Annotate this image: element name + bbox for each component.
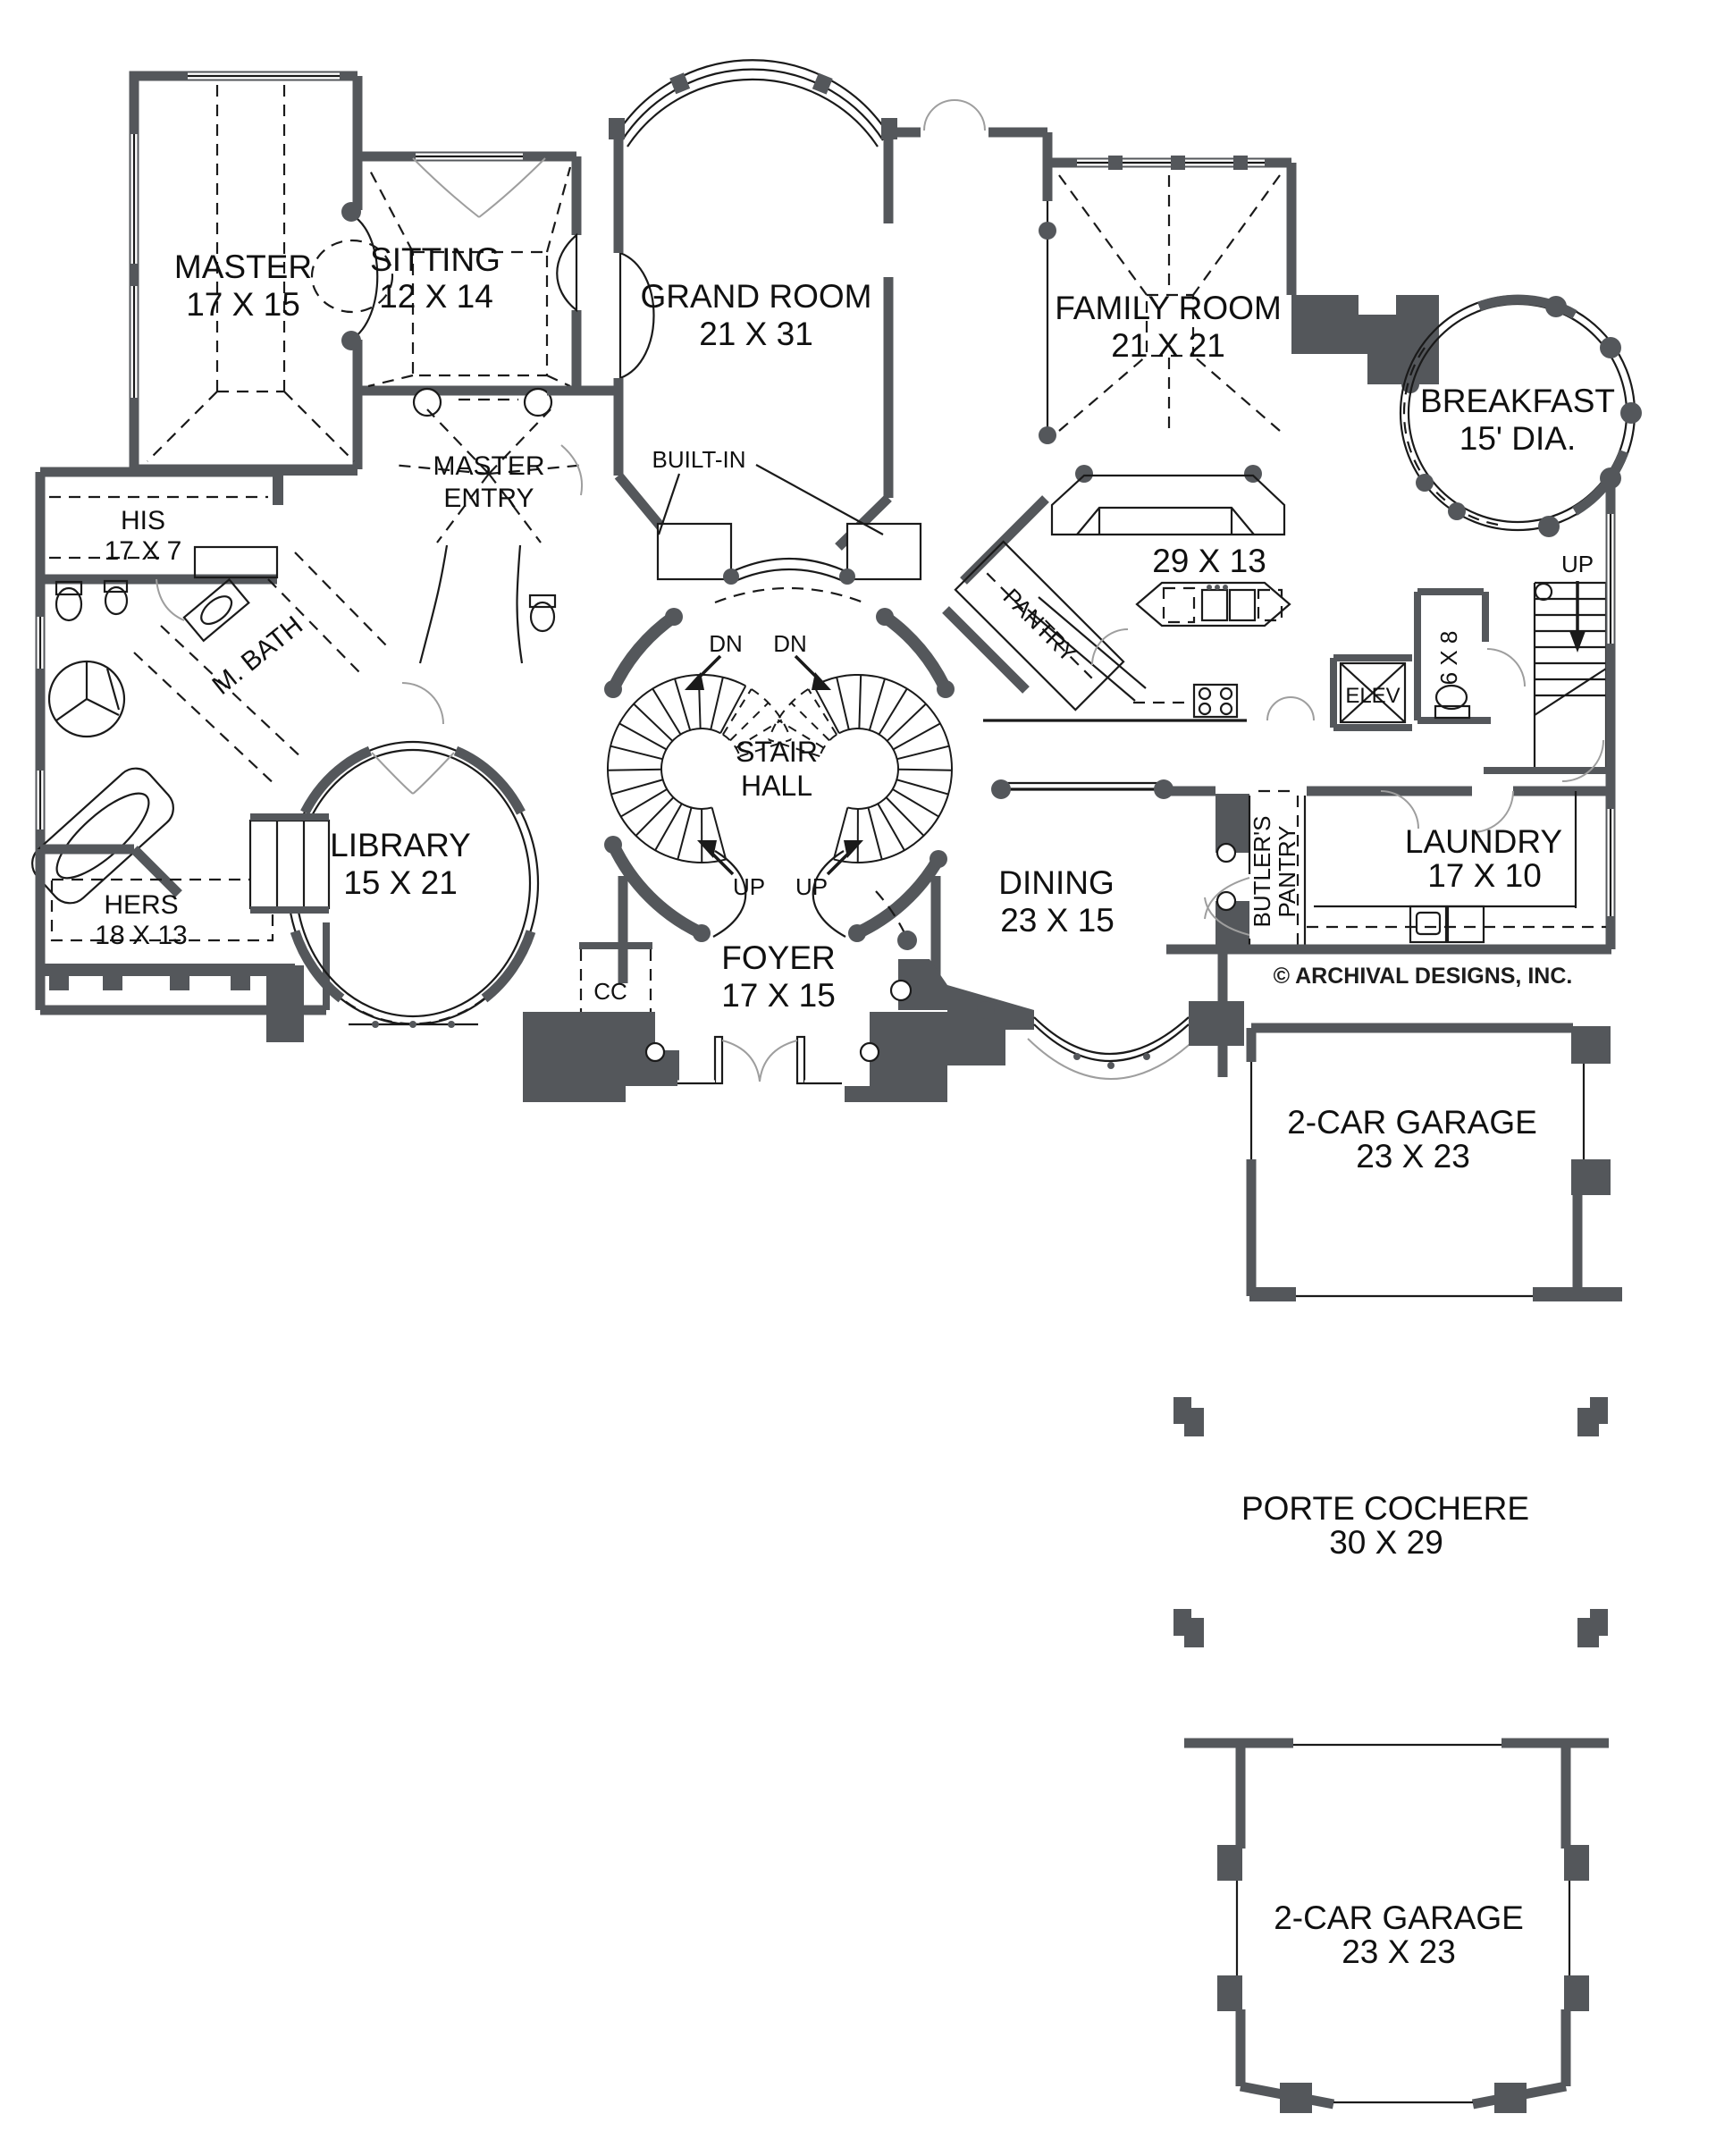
room-laundry: LAUNDRY 17 X 10 bbox=[1166, 786, 1611, 955]
annotation-up-right: UP bbox=[795, 873, 828, 900]
room-foyer: CC FOYER 17 X 15 bbox=[523, 876, 947, 1102]
room-dims-garage-lower: 23 X 23 bbox=[1342, 1933, 1456, 1970]
curved-stair-right bbox=[812, 674, 953, 863]
room-dims-master: 17 X 15 bbox=[186, 286, 300, 323]
room-garage-upper: 2-CAR GARAGE 23 X 23 bbox=[1217, 949, 1622, 1301]
room-library: LIBRARY 15 X 21 bbox=[248, 740, 540, 1028]
room-dims-grand: 21 X 31 bbox=[699, 316, 813, 352]
room-master-entry: MASTER ENTRY bbox=[391, 398, 587, 664]
room-label-elevator: ELEV bbox=[1345, 684, 1400, 708]
curved-stair-left-overhead bbox=[721, 688, 792, 758]
room-label-foyer: FOYER bbox=[721, 939, 835, 976]
room-his: HIS 17 X 7 bbox=[35, 467, 358, 621]
room-kitchen: 29 X 13 PANTRY bbox=[942, 495, 1315, 722]
room-label-hers: HERS bbox=[104, 890, 178, 920]
room-label-breakfast: BREAKFAST bbox=[1420, 383, 1615, 419]
room-breakfast: BREAKFAST 15' DIA. bbox=[1399, 294, 1642, 537]
annotation-dn-left: DN bbox=[709, 630, 743, 657]
room-label-master-entry-2: ENTRY bbox=[443, 484, 534, 513]
room-label-dining: DINING bbox=[998, 864, 1115, 901]
room-sitting: SITTING 12 X 14 bbox=[358, 151, 655, 417]
annotation-dn-right: DN bbox=[773, 630, 807, 657]
room-label-garage-lower: 2-CAR GARAGE bbox=[1274, 1899, 1524, 1936]
terrace-wall bbox=[40, 964, 304, 1042]
room-label-garage-upper: 2-CAR GARAGE bbox=[1287, 1104, 1537, 1141]
room-dims-foyer: 17 X 15 bbox=[721, 977, 836, 1014]
room-dims-dining: 23 X 15 bbox=[1000, 902, 1115, 939]
annotation-built-in: BUILT-IN bbox=[652, 446, 746, 473]
room-dims-kitchen: 29 X 13 bbox=[1152, 543, 1266, 579]
porte-cochere: PORTE COCHERE 30 X 29 bbox=[1173, 1397, 1608, 1647]
room-dims-laundry: 17 X 10 bbox=[1427, 857, 1542, 894]
room-dims-hers: 18 X 13 bbox=[95, 921, 187, 950]
room-stair-hall: DN DN UP UP STAIR HALL bbox=[604, 608, 955, 950]
annotation-up-rear: UP bbox=[1561, 551, 1594, 577]
copyright-credit: © ARCHIVAL DESIGNS, INC. bbox=[1274, 964, 1573, 989]
room-powder: 6 X 8 bbox=[1414, 588, 1526, 724]
room-label-stair-hall-1: STAIR bbox=[736, 736, 818, 768]
room-label-master: MASTER bbox=[174, 248, 312, 285]
room-elevator: ELEV bbox=[1330, 654, 1412, 731]
room-dining: DINING 23 X 15 bbox=[889, 779, 1250, 1080]
room-garage-lower: 2-CAR GARAGE 23 X 23 bbox=[1184, 1738, 1609, 2113]
room-label-library: LIBRARY bbox=[330, 827, 471, 863]
rear-stair: UP bbox=[1484, 551, 1609, 782]
room-dims-powder: 6 X 8 bbox=[1435, 631, 1462, 686]
curved-stair-right-overhead bbox=[768, 688, 838, 758]
room-dims-his: 17 X 7 bbox=[105, 536, 182, 566]
room-label-laundry: LAUNDRY bbox=[1405, 823, 1562, 860]
room-grand: GRAND ROOM 21 X 31 BUILT-IN bbox=[547, 59, 1053, 604]
room-master: MASTER 17 X 15 bbox=[129, 71, 394, 475]
room-dims-garage-upper: 23 X 23 bbox=[1356, 1138, 1470, 1175]
room-dims-porte-cochere: 30 X 29 bbox=[1329, 1524, 1443, 1561]
curved-stair-left bbox=[607, 674, 747, 863]
room-family: FAMILY ROOM 21 X 21 bbox=[1039, 156, 1439, 536]
room-dims-family: 21 X 21 bbox=[1111, 327, 1225, 364]
room-label-pantry: PANTRY bbox=[998, 583, 1082, 667]
room-label-stair-hall-2: HALL bbox=[741, 770, 812, 802]
room-label-butlers-2: PANTRY bbox=[1274, 825, 1300, 917]
room-label-grand: GRAND ROOM bbox=[641, 278, 872, 315]
room-hers: HERS 18 X 13 bbox=[35, 844, 330, 1015]
room-label-butlers-1: BUTLER'S bbox=[1249, 816, 1275, 928]
room-label-family: FAMILY ROOM bbox=[1055, 290, 1282, 326]
room-label-master-entry-1: MASTER bbox=[433, 451, 544, 481]
room-label-sitting: SITTING bbox=[370, 241, 500, 278]
room-label-porte-cochere: PORTE COCHERE bbox=[1241, 1490, 1529, 1527]
room-label-his: HIS bbox=[121, 506, 165, 535]
room-dims-breakfast: 15' DIA. bbox=[1459, 420, 1576, 457]
room-dims-library: 15 X 21 bbox=[343, 864, 458, 901]
annotation-up-left: UP bbox=[733, 873, 765, 900]
room-dims-sitting: 12 X 14 bbox=[379, 278, 493, 315]
room-label-cc: CC bbox=[593, 978, 627, 1005]
